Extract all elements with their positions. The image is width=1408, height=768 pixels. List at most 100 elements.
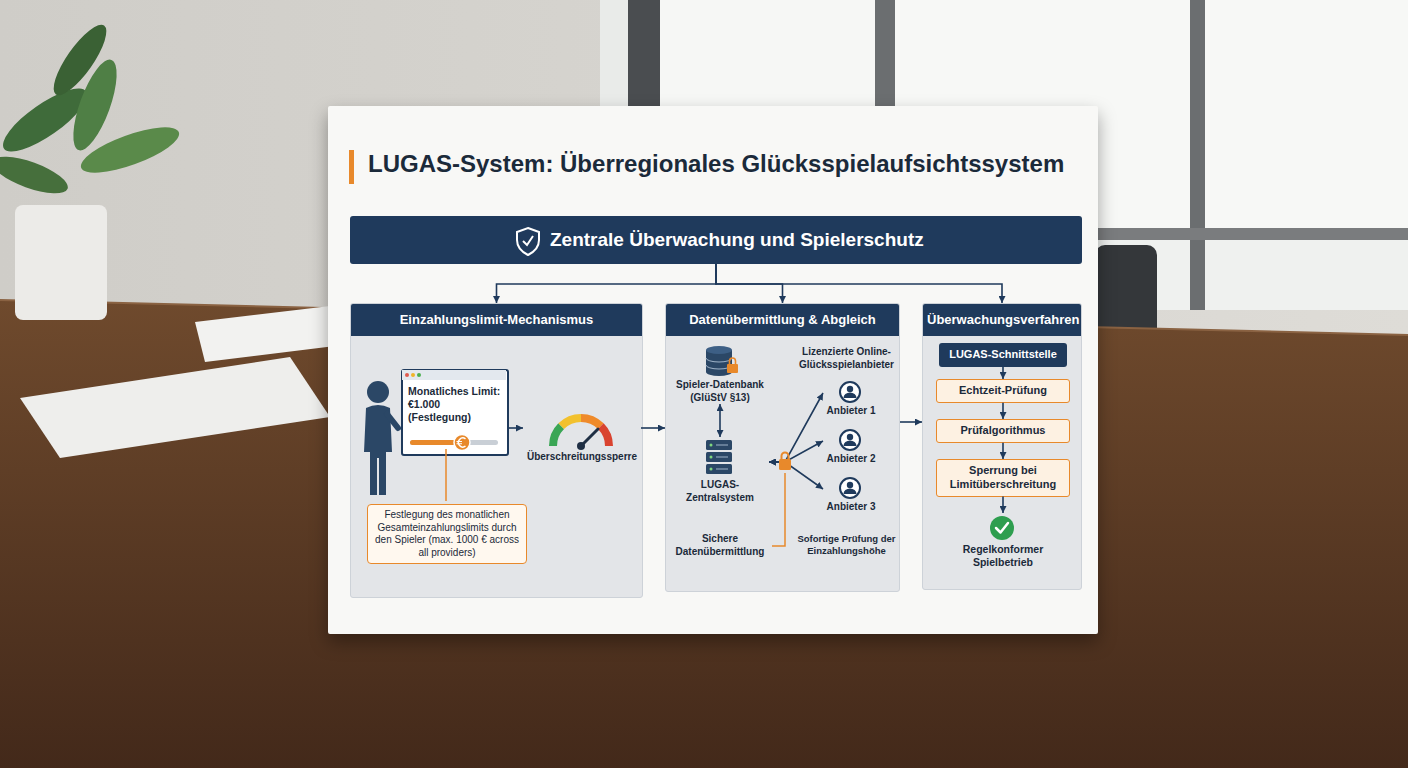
- node-text: Sperrung bei Limitüberschreitung: [941, 464, 1065, 492]
- node-text: Anbieter 1: [823, 405, 879, 418]
- server-led: [710, 444, 713, 447]
- connector-arrow: [769, 462, 823, 489]
- window-pane: [1205, 0, 1408, 228]
- connector-arrow: [769, 441, 823, 462]
- screen-titlebar: [402, 370, 506, 380]
- result-node: Regelkonformer Spielbetrieb: [941, 513, 1065, 569]
- gauge-indicator: Überschreitungssperre: [523, 405, 641, 467]
- connector-arrow: [509, 427, 523, 429]
- node-text: LUGAS-Zentralsystem: [671, 479, 769, 504]
- display-card: LUGAS-System: Überregionales Glücksspiel…: [328, 106, 1098, 634]
- limit-slider: [410, 435, 498, 451]
- plant-leaf: [45, 18, 114, 102]
- title-accent-bar: [349, 150, 354, 184]
- plant-leaf: [64, 55, 125, 155]
- provider-node: Anbieter 3: [823, 477, 879, 515]
- diagram-title: LUGAS-System: Überregionales Glücksspiel…: [368, 150, 1088, 178]
- gauge-symbol: [553, 418, 609, 450]
- connector-arrow: [719, 404, 721, 437]
- euro-symbol: [458, 438, 465, 447]
- server-icon: [706, 440, 732, 474]
- plant-leaf: [0, 149, 72, 201]
- provider-icon: [840, 478, 860, 498]
- shield-icon: [517, 228, 539, 255]
- panel-heading: Datenübermittlung & Abgleich: [666, 304, 899, 336]
- provider-circle: [840, 478, 860, 498]
- gauge-segment: [553, 426, 561, 446]
- plant-pot: [15, 205, 107, 320]
- process-box: Sperrung bei Limitüberschreitung: [936, 459, 1070, 497]
- window-dot: [411, 373, 415, 377]
- connector-arrow: [1002, 403, 1004, 419]
- check-mark: [996, 523, 1008, 533]
- shield-outline: [517, 228, 539, 255]
- gauge-needle: [581, 429, 598, 446]
- titlebar: [402, 370, 506, 380]
- plant-leaf: [0, 78, 95, 162]
- provider-icon: [840, 430, 860, 450]
- callout-box: Festlegung des monatlichen Gesamteinzahl…: [367, 504, 527, 564]
- connector-arrow: [900, 421, 922, 423]
- connector-arrow: [1002, 367, 1004, 379]
- node-text: Anbieter 2: [823, 453, 879, 466]
- panel-heading: Überwachungsverfahren: [923, 304, 1081, 336]
- player-arm: [387, 414, 398, 428]
- shield-check: [523, 236, 533, 245]
- connector-arrow: [1002, 443, 1004, 459]
- office-chair: [1095, 245, 1157, 380]
- server-rack: [706, 452, 732, 462]
- lock-body: [727, 364, 738, 373]
- gauge-segment: [561, 418, 581, 426]
- node-text: Regelkonformer Spielbetrieb: [941, 543, 1065, 569]
- node-text: Zentrale Überwachung und Spielerschutz: [550, 228, 924, 252]
- window-frame: [1190, 0, 1205, 310]
- lock-shackle: [782, 453, 789, 460]
- potted-plant: [0, 18, 184, 320]
- connector-arrow: [716, 264, 783, 303]
- panel-heading: Einzahlungslimit-Mechanismus: [351, 304, 642, 336]
- check-icon: [990, 516, 1014, 540]
- section-panel: ÜberwachungsverfahrenLUGAS-Schnittstelle…: [922, 303, 1082, 590]
- provider-shoulders: [844, 441, 857, 447]
- paper-sheet: [195, 306, 335, 362]
- node-text: Überschreitungssperre: [523, 451, 641, 464]
- leader-line: [772, 473, 785, 546]
- window-pane: [1205, 240, 1408, 310]
- provider-head: [847, 434, 853, 440]
- euro-coin: [454, 435, 470, 451]
- process-box: Echtzeit-Prüfung: [936, 379, 1070, 403]
- server-rack: [706, 440, 732, 450]
- gauge-segment: [581, 418, 601, 426]
- annotation-label: Sofortige Prüfung der Einzahlungshöhe: [795, 533, 898, 557]
- node-text: Prüfalgorithmus: [941, 424, 1065, 438]
- connector-arrow: [1002, 497, 1004, 514]
- connector-arrow: [497, 264, 717, 303]
- provider-shoulders: [844, 489, 857, 495]
- database-rings: [706, 358, 732, 369]
- lock-icon: [779, 453, 791, 470]
- lock-shackle: [730, 358, 736, 364]
- euro-symbol: [457, 442, 463, 444]
- player-figure: [364, 381, 398, 495]
- node-text: Spieler-Datenbank (GlüStV §13): [671, 379, 769, 404]
- section-panel: Einzahlungslimit-MechanismusMonatliches …: [350, 303, 643, 598]
- slider-fill: [410, 440, 455, 445]
- provider-head: [847, 386, 853, 392]
- server-led: [710, 468, 713, 471]
- connector-arrow: [769, 393, 823, 462]
- plant-leaf: [76, 118, 184, 182]
- desk: [0, 300, 1408, 768]
- leader-line: [445, 449, 447, 501]
- screen-box: Monatliches Limit: €1.000 (Festlegung): [401, 369, 509, 456]
- slider-track: [410, 440, 498, 445]
- check-circle: [990, 516, 1014, 540]
- process-box: Prüfalgorithmus: [936, 419, 1070, 443]
- provider-node: Anbieter 2: [823, 429, 879, 467]
- node-text: Festlegung des monatlichen Gesamteinzahl…: [373, 509, 521, 559]
- provider-circle: [840, 382, 860, 402]
- node-text: Anbieter 3: [823, 501, 879, 514]
- server-led: [710, 456, 713, 459]
- player-head: [367, 381, 389, 403]
- gauge-hub: [577, 442, 585, 450]
